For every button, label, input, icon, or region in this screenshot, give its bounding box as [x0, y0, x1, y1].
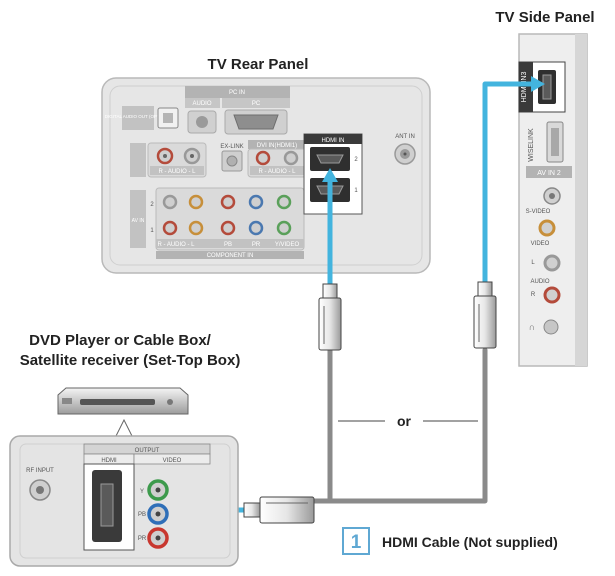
box-hdmi-label: HDMI — [101, 458, 117, 464]
side-audio-r-port — [543, 286, 561, 304]
headphone-jack — [543, 319, 559, 335]
cable-caption-text: HDMI Cable (Not supplied) — [382, 534, 558, 550]
tv-rear-panel-title: TV Rear Panel — [208, 56, 309, 73]
ant-in: ANT IN — [394, 134, 416, 165]
s-video-label: S-VIDEO — [526, 209, 551, 215]
or-label: or — [397, 413, 412, 429]
pc-in-label: PC IN — [229, 90, 245, 96]
cable-caption: 1 HDMI Cable (Not supplied) — [342, 527, 558, 555]
cable-side-run — [327, 347, 488, 504]
hdmi-port-1-label: 1 — [354, 188, 358, 194]
box-y-label: Y — [140, 489, 144, 495]
component-in-label: COMPONENT IN — [207, 253, 254, 259]
component-audio-label: R - AUDIO - L — [157, 242, 195, 248]
pc-audio-label: AUDIO — [192, 101, 211, 107]
hdmi-plug-box — [243, 496, 315, 524]
arrow-head-side — [531, 76, 545, 92]
av-row-1-label: 1 — [150, 228, 154, 234]
step-badge — [342, 527, 370, 555]
component-av-block: AV IN 2 1 R - AUDIO - L PB PR Y/VIDEO CO… — [130, 187, 305, 259]
side-audio-l-label: L — [531, 260, 535, 266]
zoom-pointer — [115, 418, 133, 437]
arrow-head-rear — [322, 168, 338, 182]
power-button — [167, 399, 173, 405]
or-separator: or — [338, 413, 478, 429]
ex-link-label: EX-LINK — [220, 144, 243, 150]
disc-slot — [80, 399, 155, 405]
headphone-icon: ∩ — [529, 322, 535, 332]
side-video-label: VIDEO — [531, 241, 550, 247]
cable-rear-run — [309, 347, 333, 504]
set-top-box-back-panel: RF INPUT OUTPUT HDMI VIDEO Y PB PR — [9, 435, 239, 567]
ex-link: EX-LINK — [220, 144, 244, 172]
source-device-title-line1: DVD Player or Cable Box/ — [29, 332, 212, 349]
pc-vga-port — [233, 114, 279, 130]
av-in-label: AV IN — [132, 218, 145, 224]
side-audio-r-label: R — [531, 292, 536, 298]
side-audio-label: AUDIO — [530, 279, 549, 285]
dvi-audio-block: R - AUDIO - L — [130, 142, 207, 178]
source-device-title-line2: Satellite receiver (Set-Top Box) — [20, 352, 241, 369]
hdmi-plug-side — [473, 281, 497, 349]
wiselink-label: WISELINK — [528, 128, 535, 162]
pc-in-block: PC IN AUDIO PC — [185, 86, 290, 135]
dvi-in-block: DVI IN(HDMI1) R - AUDIO - L — [247, 140, 307, 178]
tv-side-panel: HDMI IN3 WISELINK AV IN 2 S-VIDEO VIDEO … — [518, 33, 588, 367]
av-row-2-label: 2 — [150, 202, 154, 208]
signal-to-side-hdmi — [482, 81, 538, 286]
hdmi-in-label: HDMI IN — [322, 138, 345, 144]
box-pb-label: PB — [138, 512, 146, 518]
set-top-box — [57, 387, 189, 415]
hdmi-in3-label: HDMI IN3 — [521, 72, 528, 103]
hdmi-plug-rear — [318, 283, 342, 351]
side-video-port — [538, 219, 556, 237]
box-pr-label: PR — [138, 536, 147, 542]
dvi-audio-rl-label-left: R - AUDIO - L — [158, 169, 196, 175]
y-video-label: Y/VIDEO — [275, 242, 300, 248]
pc-label: PC — [252, 101, 261, 107]
tv-rear-panel: PC IN AUDIO PC DIGITAL AUDIO OUT (OPTICA… — [101, 77, 431, 274]
output-label: OUTPUT — [135, 448, 160, 454]
digital-audio-out: DIGITAL AUDIO OUT (OPTICAL) — [105, 106, 179, 130]
hdmi-port-2-label: 2 — [354, 157, 358, 163]
box-video-label: VIDEO — [163, 458, 182, 464]
side-audio-l-port — [543, 254, 561, 272]
dvi-in-label: DVI IN(HDMI1) — [257, 143, 297, 149]
pr-label: PR — [252, 242, 261, 248]
digital-audio-out-label: DIGITAL AUDIO OUT (OPTICAL) — [105, 114, 172, 119]
tv-side-panel-title: TV Side Panel — [495, 9, 594, 26]
rf-input-label: RF INPUT — [26, 468, 54, 474]
step-number: 1 — [351, 532, 362, 553]
pb-label: PB — [224, 242, 232, 248]
dvi-audio-rl-label: R - AUDIO - L — [258, 169, 296, 175]
ant-in-label: ANT IN — [395, 134, 415, 140]
pc-audio-jack — [196, 116, 208, 128]
av-in2-label: AV IN 2 — [537, 170, 561, 177]
